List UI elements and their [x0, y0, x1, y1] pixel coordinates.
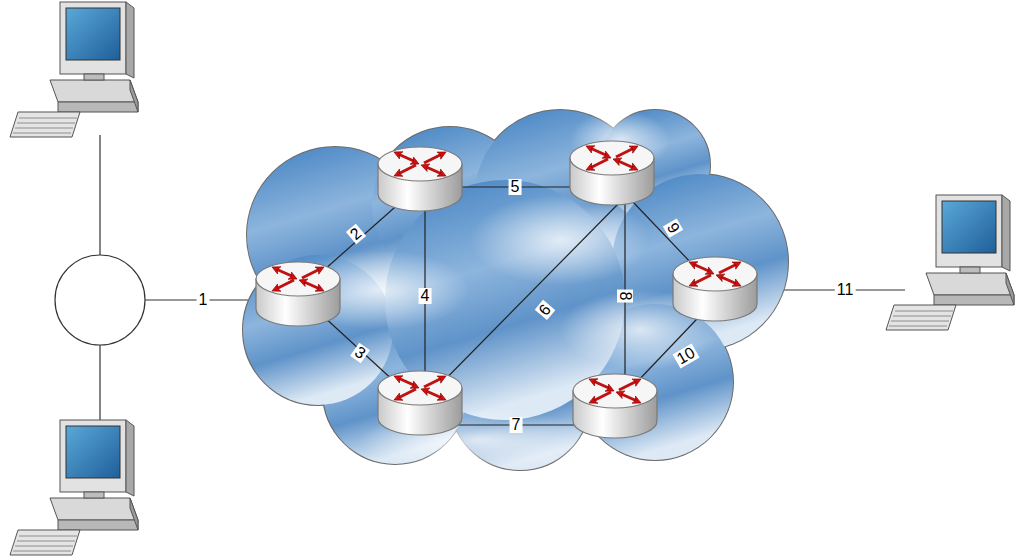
network-cloud [243, 110, 788, 470]
network-cloud [243, 110, 788, 470]
link-number: 11 [835, 282, 856, 298]
link-number: 8 [617, 290, 633, 303]
network-cloud [290, 110, 720, 470]
network-illustration [256, 262, 340, 326]
network-illustration [673, 257, 757, 321]
network-illustration [10, 420, 138, 555]
link-number: 5 [509, 179, 522, 195]
network-illustration [378, 147, 462, 211]
link-number: 4 [419, 288, 432, 304]
link-number: 7 [510, 417, 523, 433]
network-illustration [573, 374, 657, 438]
network-link [420, 200, 622, 405]
wire [99, 135, 100, 255]
network-cloud [243, 110, 788, 470]
wire [99, 345, 100, 420]
network-illustration [570, 141, 654, 205]
link-number: 1 [197, 292, 210, 308]
network-illustration [378, 371, 462, 435]
network-illustration [886, 195, 1014, 330]
network-cloud [470, 195, 650, 285]
network-illustration [10, 2, 138, 137]
hub-circle [55, 255, 145, 345]
